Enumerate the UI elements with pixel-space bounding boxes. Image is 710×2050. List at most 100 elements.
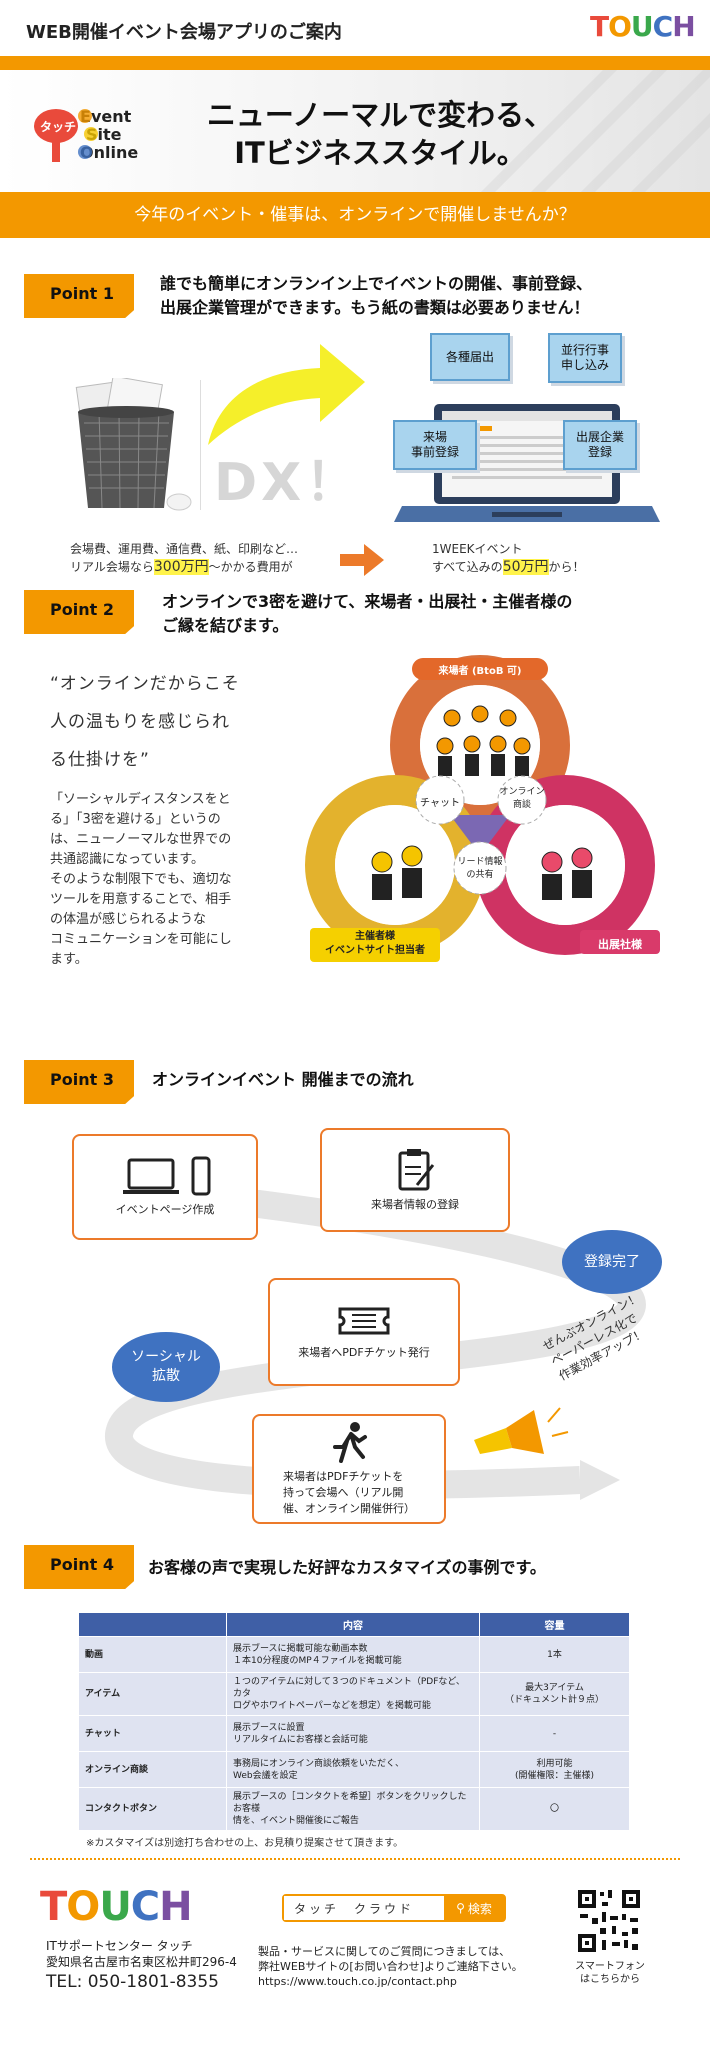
table-cell: チャット [78, 1715, 227, 1752]
online-meeting-label: オンライン 商談 [496, 786, 548, 812]
qr-caption-line1: スマートフォン [575, 1961, 645, 1972]
right-caption-line2: すべて込みの50万円から！ [432, 558, 692, 576]
flow-step-create-event-page: イベントページ作成 [72, 1134, 258, 1240]
table-row: オンライン商談 事務局にオンライン商談依頼をいただく、 Web会議を設定 利用可… [78, 1751, 630, 1788]
qr-code-icon[interactable] [576, 1888, 642, 1954]
online-meeting-line1: オンライン [499, 787, 545, 797]
three-party-diagram [305, 655, 660, 962]
svg-text:Event: Event [80, 107, 132, 126]
company-name: ITサポートセンター タッチ [46, 1939, 193, 1953]
table-cell: 展示ブースの［コンタクトを希望］ボタンをクリックしたお客様 情を、イベント開催後… [226, 1787, 480, 1831]
table-cell: 動画 [78, 1636, 227, 1673]
point2-tag: Point 2 [24, 590, 134, 634]
megaphone-icon [474, 1407, 569, 1454]
left-caption-line2: リアル会場なら300万円〜かかる費用が [70, 558, 340, 576]
form-box-exhibitor-registration: 出展企業 登録 [563, 420, 637, 470]
visitor-group-icon [436, 705, 531, 776]
table-cell: オンライン商談 [78, 1751, 227, 1788]
organizer-label: 主催者様 イベントサイト担当者 [310, 930, 440, 958]
hero-title-line2: ITビジネススタイル。 [234, 136, 526, 170]
point2-body: 「ソーシャルディスタンスをと る」「3密を避ける」というの は、ニューノーマルな… [50, 790, 290, 970]
right-arrow-icon [340, 544, 384, 576]
search-button[interactable]: ⚲検索 [444, 1896, 504, 1920]
laptop-phone-icon [123, 1156, 211, 1196]
search-input[interactable] [284, 1896, 444, 1920]
divider [200, 380, 201, 510]
quote-line: る仕掛けを” [50, 750, 150, 770]
table-cell: 利用可能 (開催権限：主催様) [479, 1751, 630, 1788]
contact-url-link[interactable]: https://www.touch.co.jp/contact.php [258, 1975, 457, 1988]
flow-step-label: 来場者情報の登録 [371, 1198, 459, 1211]
search-box: ⚲検索 [282, 1894, 506, 1922]
ticket-icon [338, 1307, 390, 1335]
table-note: ※カスタマイズは別途打ち合わせの上、お見積り提案させて頂きます。 [86, 1838, 404, 1849]
flow-step-pdf-ticket: 来場者へPDFチケット発行 [268, 1278, 460, 1386]
body-line: 「ソーシャルディスタンスをと [50, 792, 231, 807]
left-caption-line1: 会場費、運用費、通信費、紙、印刷など… [70, 542, 299, 556]
hero-area [0, 70, 710, 192]
footer-touch-logo[interactable]: TOUCH [40, 1884, 193, 1930]
organizer-label-line1: 主催者様 [355, 931, 395, 942]
table-row: コンタクトボタン 展示ブースの［コンタクトを希望］ボタンをクリックしたお客様 情… [78, 1787, 630, 1831]
top-bar [0, 0, 710, 56]
contact-line1: 製品・サービスに関してのご質問につきましては、 [258, 1945, 511, 1958]
table-row: 動画 展示ブースに掲載可能な動画本数 １本10分程度のMP４ファイルを掲載可能 … [78, 1636, 630, 1673]
svg-text:Online: Online [80, 143, 138, 162]
running-person-icon [333, 1422, 367, 1463]
dx-label: DX！ [214, 453, 362, 513]
form-box-notifications: 各種届出 [430, 333, 510, 381]
form-box-parallel-events: 並行行事 申し込み [548, 333, 622, 383]
right-caption-price: 50万円 [502, 559, 549, 575]
flow-step-label: イベントページ作成 [115, 1203, 215, 1216]
trash-bin-icon [75, 378, 192, 511]
qr-caption-line2: はこちらから [580, 1974, 640, 1985]
contact-info: 製品・サービスに関してのご質問につきましては、 弊社WEBサイトの[お問い合わせ… [258, 1944, 558, 1989]
table-cell: - [479, 1715, 630, 1752]
orange-divider [0, 56, 710, 70]
svg-text:タッチ: タッチ [40, 120, 76, 134]
point2-text-line2: ご縁を結びます。 [162, 616, 289, 635]
table-cell: 1本 [479, 1636, 630, 1673]
flow-step-attend-venue: 来場者はPDFチケットを 持って会場へ（リアル開 催、オンライン開催併行） [252, 1414, 446, 1524]
table-cell: アイテム [78, 1672, 227, 1716]
left-caption-pre: リアル会場なら [70, 560, 154, 574]
table-row: チャット 展示ブースに設置 リアルタイムにお客様と会話可能 - [78, 1715, 630, 1752]
form-box-visitor-preregistration: 来場 事前登録 [393, 420, 477, 470]
point3-text: オンラインイベント 開催までの流れ [152, 1070, 414, 1089]
point4-tag: Point 4 [24, 1545, 134, 1589]
flow-step-label: 来場者へPDFチケット発行 [298, 1346, 430, 1359]
table-cell: 最大3アイテム （ドキュメント計９点） [479, 1672, 630, 1716]
body-line: る」「3密を避ける」というの [50, 812, 221, 827]
right-caption-line1: 1WEEKイベント [432, 542, 523, 556]
point2-quote: “オンラインだからこそ 人の温もりを感じられ る仕掛けを” [50, 665, 290, 779]
contact-line2: 弊社WEBサイトの[お問い合わせ]よりご連絡下さい。 [258, 1960, 523, 1973]
right-caption-post: から！ [548, 560, 585, 574]
company-address: 愛知県名古屋市名東区松井町296-4 [46, 1955, 237, 1969]
visitor-label: 来場者 (BtoB 可) [438, 666, 522, 677]
table-cell: 〇 [479, 1787, 630, 1831]
event-site-online-logo: タッチ Event Site Online [30, 104, 165, 166]
point2-text: オンラインで3密を避けて、来場者・出展社・主催者様の ご縁を結びます。 [162, 590, 682, 638]
banner: 今年のイベント・催事は、オンラインで開催しませんか？ [0, 192, 710, 238]
touch-logo[interactable]: TOUCH [590, 10, 696, 43]
quote-line: 人の温もりを感じられ [50, 712, 230, 732]
organizer-group-icon [371, 845, 423, 900]
chat-label: チャット [420, 798, 460, 809]
body-line: ます。 [50, 952, 88, 967]
table-cell: １つのアイテムに対して３つのドキュメント（PDFなど、カタ ログやホワイトペーパ… [226, 1672, 480, 1716]
table-cell: 展示ブースに掲載可能な動画本数 １本10分程度のMP４ファイルを掲載可能 [226, 1636, 480, 1673]
footer-company-info: ITサポートセンター タッチ 愛知県名古屋市名東区松井町296-4 TEL: 0… [46, 1938, 246, 1994]
footer-divider [30, 1858, 680, 1860]
lead-line1: リード情報 [457, 857, 503, 867]
left-caption-price: 300万円 [153, 559, 209, 575]
point1-left-caption: 会場費、運用費、通信費、紙、印刷など… リアル会場なら300万円〜かかる費用が [70, 540, 340, 576]
lead-line2: の共有 [466, 870, 494, 880]
point1-text-line1: 誰でも簡単にオンランイン上でイベントの開催、事前登録、 [160, 274, 593, 293]
right-caption-pre: すべて込みの [432, 560, 503, 574]
point2-text-line1: オンラインで3密を避けて、来場者・出展社・主催者様の [162, 592, 573, 611]
fan-logo-icon: タッチ Event Site Online [34, 107, 138, 162]
body-line: 共通認識になっています。 [50, 852, 205, 867]
search-icon: ⚲ [456, 1901, 465, 1915]
clipboard-icon [398, 1149, 435, 1191]
exhibitor-group-icon [541, 847, 593, 900]
